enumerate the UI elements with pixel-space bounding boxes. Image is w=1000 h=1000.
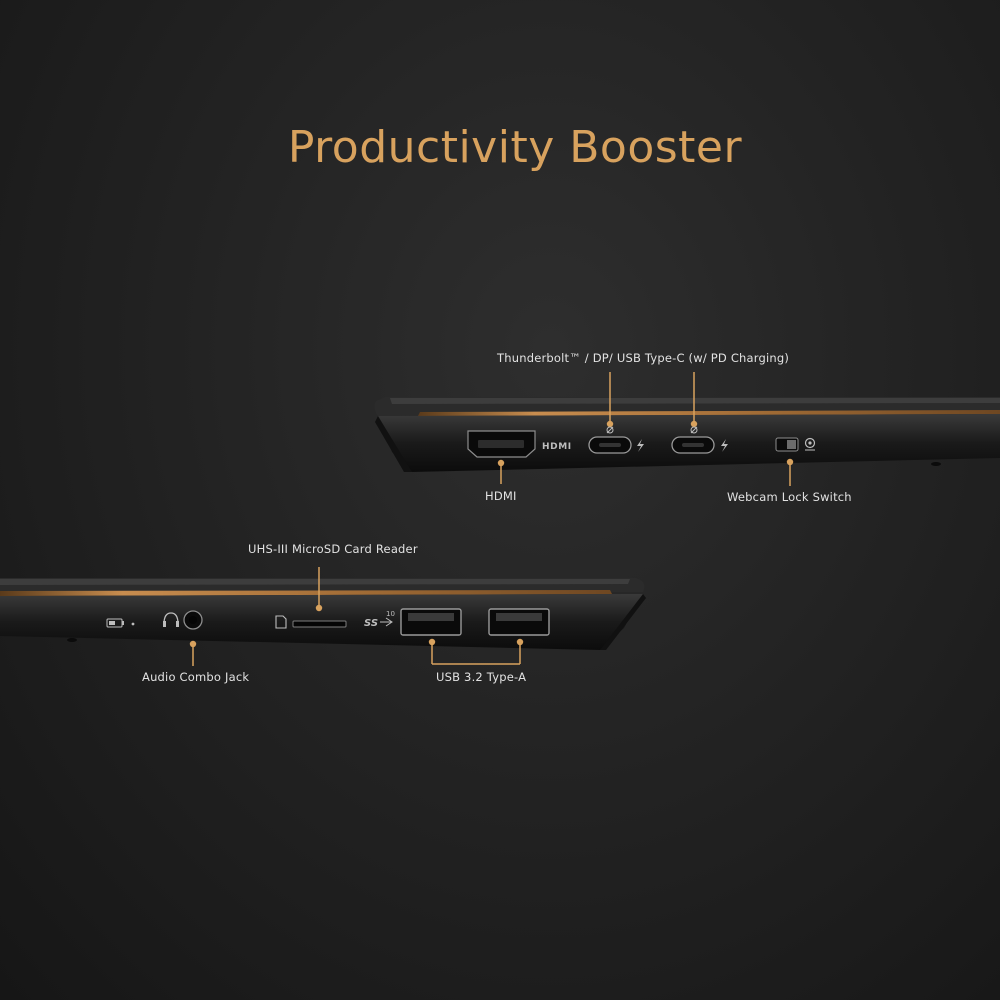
webcam-switch-icon [775,437,816,452]
usb-a-label: USB 3.2 Type-A [436,670,527,684]
thunderbolt-icon [721,439,728,452]
superspeed-text: SS [364,618,378,629]
usb-c-port-icon [671,436,715,454]
thunderbolt-label: Thunderbolt™ / DP/ USB Type-C (w/ PD Cha… [497,351,790,365]
audio-jack-label: Audio Combo Jack [142,670,250,684]
gold-trim-lower [0,590,612,596]
microsd-slot [292,620,347,628]
callout-thunderbolt-2 [690,372,698,428]
callout-hdmi [497,459,505,484]
usb-c-symbol-2 [690,426,698,434]
headset-icon [163,612,179,627]
callout-usb-a-1 [428,638,436,664]
sd-card-icon [275,615,287,629]
usb-a-port-icon [488,608,550,636]
callout-thunderbolt-1 [606,372,614,428]
card-reader-label: UHS-III MicroSD Card Reader [248,542,418,556]
thunderbolt-icon [637,439,644,452]
callout-webcam [786,458,794,486]
usb-c-symbol-1 [606,426,614,434]
superspeed-logo: SS 10 [364,610,395,629]
hdmi-logo: HDMI [542,442,572,452]
hdmi-port-icon [467,430,536,458]
battery-led-icon [106,618,135,628]
usb-c-port-icon [588,436,632,454]
audio-jack-port [183,610,203,630]
hdmi-label: HDMI [485,489,517,503]
usb-a-port-icon [400,608,462,636]
hdmi-logo-text: HDMI [542,442,572,452]
webcam-switch-label: Webcam Lock Switch [727,490,852,504]
superspeed-rate-text: 10 [386,610,395,618]
page-title: Productivity Booster [287,122,743,173]
callout-card-reader [315,567,323,612]
callout-audio [189,640,197,666]
callout-usb-a-2 [432,638,524,665]
